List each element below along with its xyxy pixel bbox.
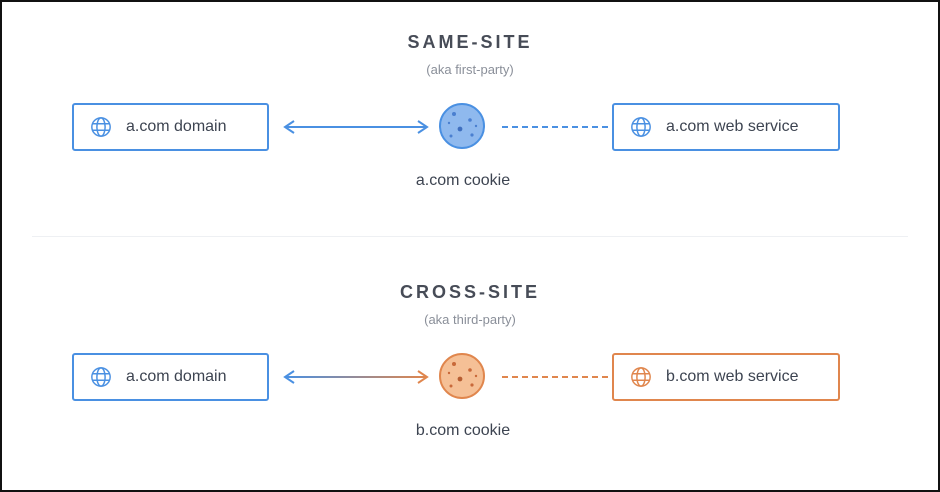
globe-icon bbox=[91, 117, 111, 137]
same-site-service-box: a.com web service bbox=[612, 103, 840, 151]
cross-site-cookie-label: b.com cookie bbox=[415, 422, 511, 439]
cookie-icon bbox=[439, 103, 485, 149]
same-site-cookie-label: a.com cookie bbox=[415, 172, 511, 189]
same-site-service-label: a.com web service bbox=[666, 118, 799, 135]
globe-icon bbox=[631, 117, 651, 137]
cross-site-subtitle: (aka third-party) bbox=[424, 312, 516, 327]
same-site-domain-label: a.com domain bbox=[126, 118, 227, 135]
cross-site-service-label: b.com web service bbox=[666, 368, 799, 385]
cross-site-service-box: b.com web service bbox=[612, 353, 840, 401]
same-site-bidirectional-arrow bbox=[283, 120, 429, 134]
same-site-domain-box: a.com domain bbox=[72, 103, 269, 151]
cross-site-bidirectional-arrow bbox=[283, 370, 429, 384]
globe-icon bbox=[631, 367, 651, 387]
same-site-subtitle: (aka first-party) bbox=[426, 62, 514, 77]
section-divider bbox=[32, 236, 908, 237]
cross-site-title: CROSS-SITE bbox=[399, 282, 540, 302]
same-site-title: SAME-SITE bbox=[407, 32, 533, 52]
cross-site-domain-box: a.com domain bbox=[72, 353, 269, 401]
cross-site-domain-label: a.com domain bbox=[126, 368, 227, 385]
cookie-icon bbox=[439, 353, 485, 399]
globe-icon bbox=[91, 367, 111, 387]
